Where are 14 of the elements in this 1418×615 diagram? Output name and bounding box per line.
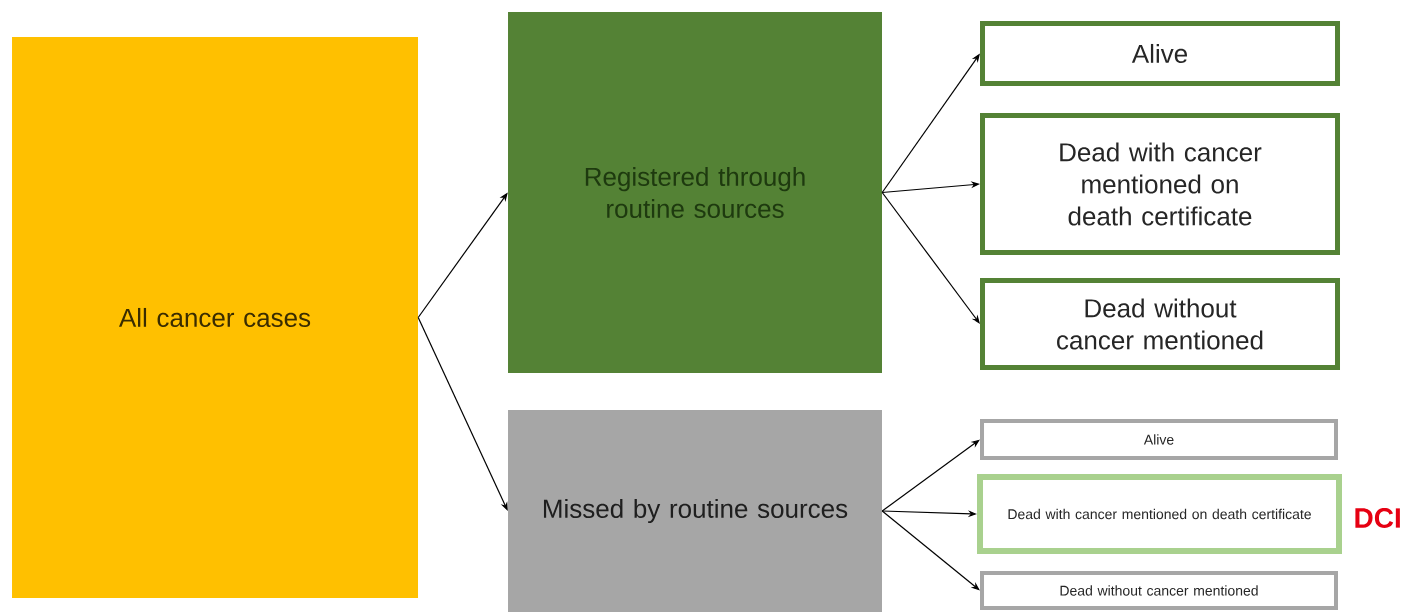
outcome-box: Alive [980, 419, 1338, 460]
beside-label: DCI [1355, 508, 1400, 528]
category-box: Missed by routine sources [508, 410, 882, 612]
outcome-box: Dead with cancer mentioned on death certificate [977, 474, 1342, 554]
category-box: Registered through routine sources [508, 12, 882, 373]
arrow [881, 439, 980, 512]
arrow [881, 510, 980, 591]
outcome-box: Dead without cancer mentioned [980, 278, 1340, 370]
arrow [417, 316, 508, 511]
outcome-box: Dead without cancer mentioned [980, 571, 1338, 610]
outcome-box: Dead with cancer mentioned on death certificate [980, 113, 1340, 255]
category-box: All cancer cases [12, 37, 418, 598]
arrow [881, 191, 980, 324]
outcome-box: Alive [980, 21, 1340, 86]
